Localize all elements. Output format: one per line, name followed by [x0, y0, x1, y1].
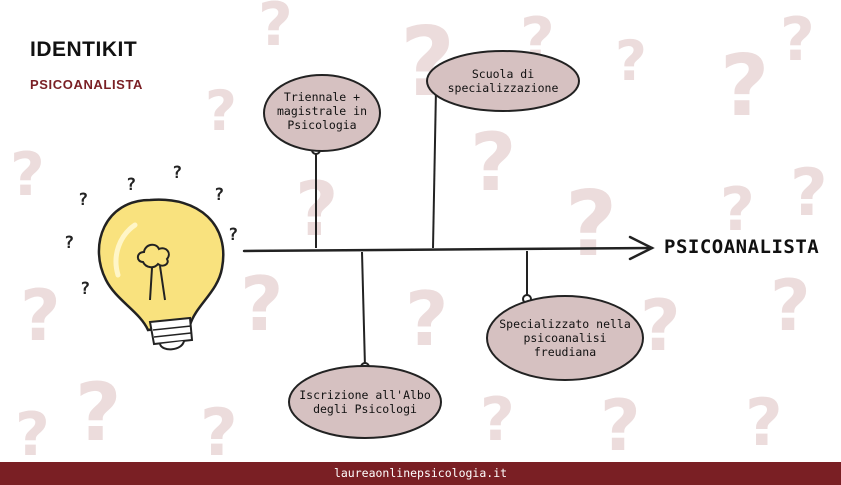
question-mark-decor: ? [640, 285, 681, 367]
question-mark-doodle: ? [80, 279, 90, 299]
question-mark-decor: ? [780, 5, 815, 75]
question-mark-decor: ? [205, 79, 237, 143]
step-bubble [288, 365, 442, 439]
question-mark-decor: ? [745, 386, 783, 461]
question-mark-decor: ? [405, 275, 449, 363]
connector-step-4 [522, 251, 532, 304]
background-question-marks: ? ? ? ? ? ? ? ? ? ? ? ? ? ? ? ? ? ? ? ? … [10, 0, 828, 471]
connector-step-3 [360, 251, 370, 372]
question-mark-doodle: ? [172, 163, 182, 183]
question-mark-decor: ? [200, 396, 238, 471]
question-mark-decor: ? [470, 116, 516, 209]
question-mark-decor: ? [565, 172, 617, 277]
step-label-degree: Triennale + magistrale in Psicologia [276, 90, 367, 132]
question-mark-decor: ? [770, 265, 811, 347]
question-mark-decor: ? [258, 0, 293, 60]
question-mark-decor: ? [20, 275, 61, 357]
question-mark-doodle: ? [64, 233, 74, 253]
question-mark-decor: ? [600, 385, 641, 467]
page-subtitle: PSICOANALISTA [30, 77, 144, 92]
question-mark-decor: ? [480, 385, 515, 455]
question-mark-decor: ? [790, 156, 828, 231]
question-mark-decor: ? [75, 366, 121, 459]
step-label-register: Iscrizione all'Albo degli Psicologi [299, 388, 431, 416]
step-label-specialization: Specializzato nella psicoanalisi freudia… [499, 317, 631, 359]
lightbulb-icon: ? ? ? ? ? ? ? [64, 163, 238, 351]
page-title: IDENTIKIT [30, 38, 138, 61]
step-bubble [426, 50, 580, 112]
question-mark-decor: ? [720, 37, 769, 136]
question-mark-doodle: ? [126, 175, 136, 195]
question-mark-decor: ? [10, 140, 45, 210]
question-mark-decor: ? [615, 29, 647, 93]
question-mark-decor: ? [240, 260, 284, 348]
question-mark-doodle: ? [214, 185, 224, 205]
step-bubble [263, 74, 381, 152]
step-label-school: Scuola di specializzazione [447, 67, 559, 95]
outcome-label: PSICOANALISTA [664, 236, 820, 258]
question-mark-decor: ? [15, 400, 50, 470]
footer-bar [0, 462, 841, 485]
step-bubble [486, 295, 644, 381]
timeline-arrow [242, 235, 655, 261]
question-mark-doodle: ? [228, 225, 238, 245]
footer-site-link[interactable]: laureaonlinepsicologia.it [333, 466, 508, 480]
question-mark-doodle: ? [78, 190, 88, 210]
question-mark-decor: ? [720, 175, 755, 245]
